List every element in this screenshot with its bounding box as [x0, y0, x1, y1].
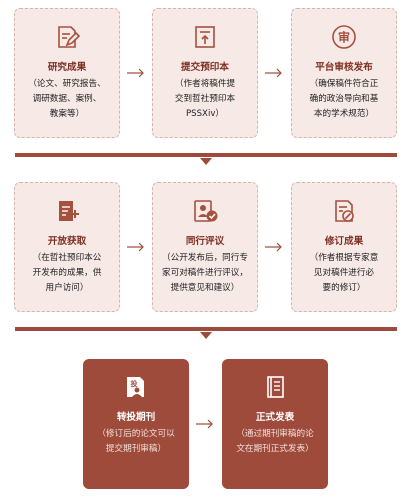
review-stamp-icon: 审	[332, 25, 356, 49]
arrow-right-icon	[127, 68, 144, 78]
step-description: （公开发布后，同行专家可对稿件进行评议，提供意见和建议）	[162, 253, 248, 293]
revise-document-icon	[335, 200, 354, 222]
publish-book-icon	[267, 376, 284, 398]
step-title: 开放获取	[47, 236, 87, 247]
divider-line	[15, 327, 397, 331]
step-title: 转投期刊	[116, 412, 156, 423]
arrow-right-icon	[127, 242, 144, 252]
step-title: 修订成果	[324, 236, 364, 247]
arrow-right-icon	[196, 419, 213, 429]
step-platform-review: 审 平台审核发布 （确保稿件符合正确的政治导向和基本的学术规范）	[291, 8, 397, 138]
svg-text:审: 审	[338, 30, 350, 45]
step-title: 正式发表	[255, 412, 295, 423]
step-formal-publication: 正式发表 （通过期刊审稿的论文在期刊正式发表）	[222, 359, 328, 489]
step-title: 同行评议	[185, 236, 225, 247]
upload-document-icon	[195, 26, 215, 48]
open-access-icon	[59, 201, 79, 221]
step-peer-review: 同行评议 （公开发布后，同行专家可对稿件进行评议，提供意见和建议）	[152, 182, 258, 312]
step-description: （在哲社预印本公开发布的成果，供用户访问）	[32, 253, 102, 293]
arrow-right-icon	[265, 242, 282, 252]
arrow-down-icon	[200, 332, 212, 339]
step-open-access: 开放获取 （在哲社预印本公开发布的成果，供用户访问）	[14, 182, 120, 312]
step-description: （论文、研究报告、调研数据、案例、教案等）	[28, 79, 106, 119]
arrow-down-icon	[200, 158, 212, 165]
arrow-right-icon	[265, 68, 282, 78]
step-description: （作者根据专家意见对稿件进行必要的修订）	[309, 253, 379, 293]
step-revise-results: 修订成果 （作者根据专家意见对稿件进行必要的修订）	[291, 182, 397, 312]
step-title: 提交预印本	[181, 62, 229, 73]
svg-text:投: 投	[131, 379, 138, 388]
step-title: 研究成果	[47, 62, 87, 73]
step-submit-journal: 投 转投期刊 （修订后的论文可以提交期刊审稿）	[83, 359, 189, 489]
divider-line	[15, 153, 397, 157]
step-description: （修订后的论文可以提交期刊审稿）	[97, 429, 175, 454]
peer-review-icon	[194, 200, 218, 222]
document-edit-icon	[58, 26, 81, 48]
submit-journal-icon: 投	[127, 377, 144, 397]
step-description: （确保稿件符合正确的政治导向和基本的学术规范）	[309, 79, 379, 119]
step-description: （通过期刊审稿的论文在期刊正式发表）	[236, 429, 314, 454]
step-title: 平台审核发布	[315, 62, 373, 73]
step-research-results: 研究成果 （论文、研究报告、调研数据、案例、教案等）	[14, 8, 120, 138]
